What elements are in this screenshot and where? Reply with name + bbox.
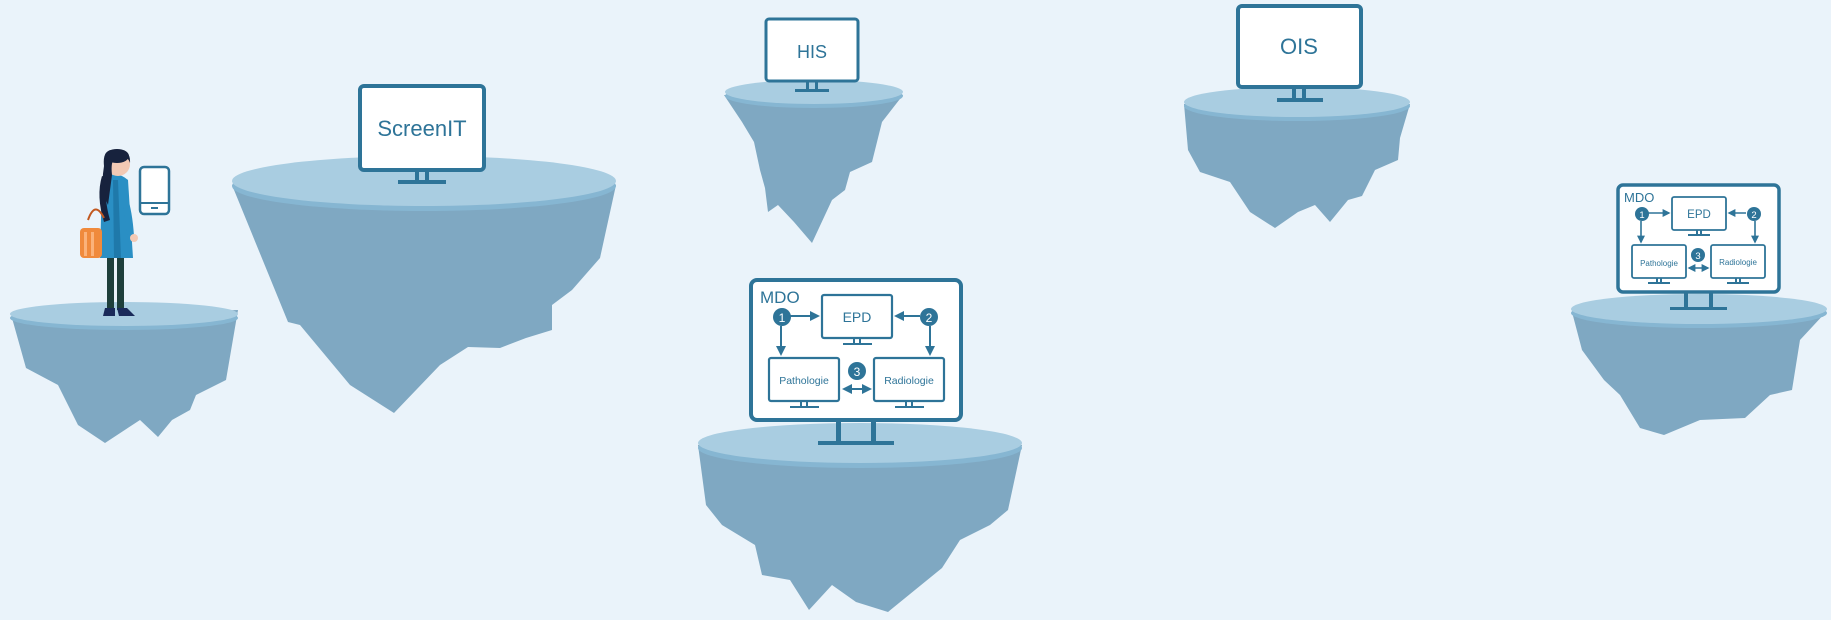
- sub-monitor-epd: EPD: [820, 293, 894, 345]
- monitor-label-his: HIS: [797, 42, 827, 62]
- sub-monitor-pathologie-small: Pathologie: [1631, 244, 1687, 284]
- svg-text:1: 1: [779, 311, 786, 325]
- island-person: [10, 302, 238, 443]
- badge-3: 3: [848, 362, 866, 380]
- epd-small-label: EPD: [1687, 209, 1711, 221]
- mdo-small-title: MDO: [1624, 190, 1654, 205]
- island-screenit: [232, 156, 616, 413]
- sub-monitor-epd-small: EPD: [1671, 196, 1727, 236]
- svg-text:2: 2: [1751, 210, 1756, 221]
- svg-text:2: 2: [926, 311, 933, 325]
- monitor-screenit: ScreenIT: [358, 84, 486, 184]
- monitor-label-ois: OIS: [1280, 34, 1318, 59]
- svg-text:3: 3: [854, 365, 861, 379]
- handbag-icon: [80, 208, 105, 258]
- island-mdo-main: [698, 423, 1022, 612]
- monitor-mdo-main: MDO EPD Pathologie Radiologie: [749, 278, 963, 445]
- mdo-title: MDO: [760, 288, 800, 307]
- arrow-icon: [1637, 209, 1759, 272]
- radiologie-small-label: Radiologie: [1719, 258, 1757, 267]
- svg-text:1: 1: [1639, 210, 1644, 221]
- sub-monitor-pathologie: Pathologie: [767, 356, 841, 408]
- arrow-icon: [776, 311, 935, 394]
- badge-3-small: 3: [1691, 248, 1705, 262]
- island-mdo-small: [1571, 294, 1827, 435]
- island-ois: [1184, 87, 1410, 228]
- monitor-label-screenit: ScreenIT: [377, 116, 466, 141]
- sub-monitor-radiologie: Radiologie: [872, 356, 946, 408]
- sub-monitor-radiologie-small: Radiologie: [1710, 244, 1766, 284]
- monitor-mdo-small: MDO EPD Pathologie Radiologie: [1616, 183, 1781, 310]
- smartphone-icon: [138, 165, 171, 216]
- radiologie-label: Radiologie: [884, 375, 934, 387]
- monitor-his: HIS: [764, 17, 860, 92]
- badge-2: 2: [920, 308, 938, 326]
- badge-1: 1: [773, 308, 791, 326]
- island-his: [724, 80, 903, 243]
- pathologie-label: Pathologie: [779, 375, 829, 387]
- badge-1-small: 1: [1635, 207, 1649, 221]
- epd-label: EPD: [843, 309, 872, 325]
- monitor-ois: OIS: [1236, 4, 1363, 102]
- woman-figure-icon: [99, 149, 138, 316]
- pathologie-small-label: Pathologie: [1640, 259, 1678, 268]
- svg-text:3: 3: [1695, 251, 1700, 262]
- badge-2-small: 2: [1747, 207, 1761, 221]
